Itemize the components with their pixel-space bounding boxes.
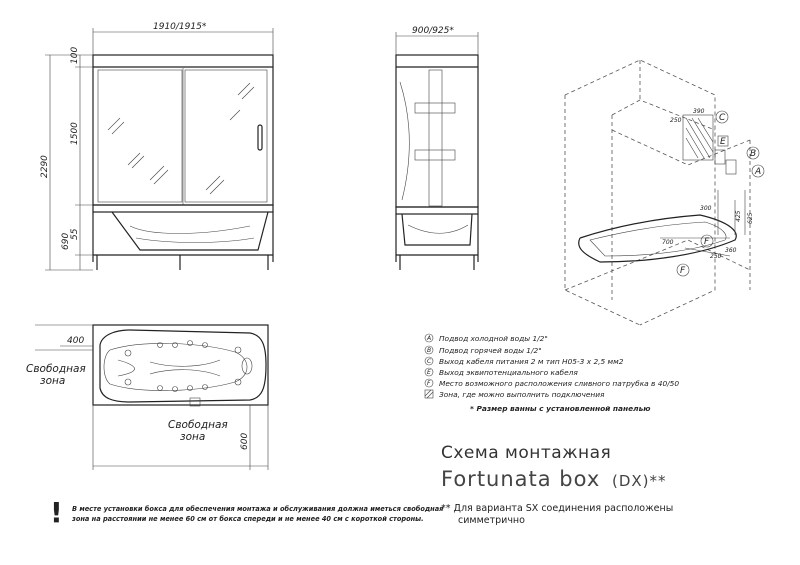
warning-icon: ! [50, 496, 63, 529]
notes: ** Для варианта SX соединения расположен… [50, 496, 673, 529]
legend-item-b: B Подвод горячей воды 1/2" [424, 345, 542, 355]
legend-item-zone: Зона, где можно выполнить подключения [424, 389, 605, 399]
plan-front-dim: 600 [240, 433, 250, 450]
svg-text:Подвод горячей воды 1/2": Подвод горячей воды 1/2" [439, 346, 542, 355]
svg-text:Место возможного расположения: Место возможного расположения сливного п… [439, 379, 679, 388]
product-name: Fortunata box (DX)** [441, 467, 667, 491]
marker-c: C [715, 110, 729, 124]
side-depth-dim: 900/925* [412, 26, 454, 36]
warning-line2: зона на расстоянии не менее 60 см от бок… [71, 515, 424, 523]
iso-dim-1: 390 [693, 108, 705, 115]
svg-text:C: C [427, 358, 432, 365]
marker-a: A [751, 164, 765, 178]
iso-view: C E B A F F 390 250 425 625 300 700 360 … [564, 59, 765, 326]
sx-note-line1: ** Для варианта SX соединения расположен… [441, 503, 673, 514]
free-zone-front: Свободная зона [168, 419, 231, 443]
marker-e: E [717, 135, 729, 147]
legend-footnote: * Размер ванны с установленной панелью [470, 404, 650, 413]
marker-f-upper: F [700, 234, 714, 248]
legend-item-e: E Выход эквипотенциального кабеля [424, 367, 578, 377]
title-block: Схема монтажная Fortunata box (DX)** [441, 443, 667, 491]
svg-text:A: A [754, 167, 761, 177]
iso-dim-6: 700 [662, 239, 674, 246]
svg-text:F: F [427, 380, 431, 387]
front-view: 1910/1915* 100 1500 2290 690 55 [40, 22, 274, 271]
total-height-dim: 2290 [40, 155, 50, 178]
svg-text:C: C [719, 113, 726, 123]
tub-height-dim: 690 [61, 233, 71, 250]
base-height-dim: 55 [70, 228, 80, 240]
glass-height-dim: 1500 [70, 122, 80, 145]
marker-f-lower: F [676, 263, 690, 277]
free-zone-left: Свободная зона [26, 363, 89, 387]
connection-legend: A Подвод холодной воды 1/2" B Подвод гор… [424, 333, 679, 413]
plan-side-dim: 400 [67, 336, 84, 346]
svg-text:F: F [704, 237, 710, 247]
warning-line1: В месте установки бокса для обеспечения … [72, 505, 444, 513]
front-width-dim: 1910/1915* [153, 22, 207, 32]
iso-dim-4: 625 [747, 212, 754, 224]
svg-text:A: A [426, 335, 431, 342]
svg-text:Подвод холодной воды 1/2": Подвод холодной воды 1/2" [439, 334, 548, 343]
svg-text:E: E [427, 369, 431, 376]
side-view: 900/925* [395, 26, 479, 270]
marker-b: B [746, 146, 760, 160]
legend-item-c: C Выход кабеля питания 2 м тип H05-3 x 2… [424, 356, 624, 366]
iso-dim-2: 250 [670, 117, 682, 124]
svg-text:Выход эквипотенциального кабел: Выход эквипотенциального кабеля [439, 368, 578, 377]
legend-item-a: A Подвод холодной воды 1/2" [424, 333, 548, 343]
svg-text:Выход кабеля питания 2 м тип: Выход кабеля питания 2 м тип H05-3 x 2,5… [439, 357, 624, 366]
title-line: Схема монтажная [441, 443, 611, 463]
svg-text:B: B [427, 347, 431, 354]
svg-text:F: F [680, 266, 686, 276]
iso-dim-8: 250 [710, 253, 722, 260]
plan-view: 400 600 Свободная зона Свободная зона [26, 324, 269, 470]
top-height-dim: 100 [70, 47, 80, 64]
iso-dim-7: 360 [725, 247, 737, 254]
svg-text:B: B [750, 149, 756, 159]
sx-note-line2: симметрично [458, 515, 525, 526]
svg-text:Зона, где можно выполнить под: Зона, где можно выполнить подключения [439, 390, 605, 399]
iso-dim-5: 300 [700, 205, 712, 212]
legend-item-f: F Место возможного расположения сливного… [424, 378, 679, 388]
iso-dim-3: 425 [735, 210, 742, 222]
svg-text:E: E [720, 137, 726, 147]
